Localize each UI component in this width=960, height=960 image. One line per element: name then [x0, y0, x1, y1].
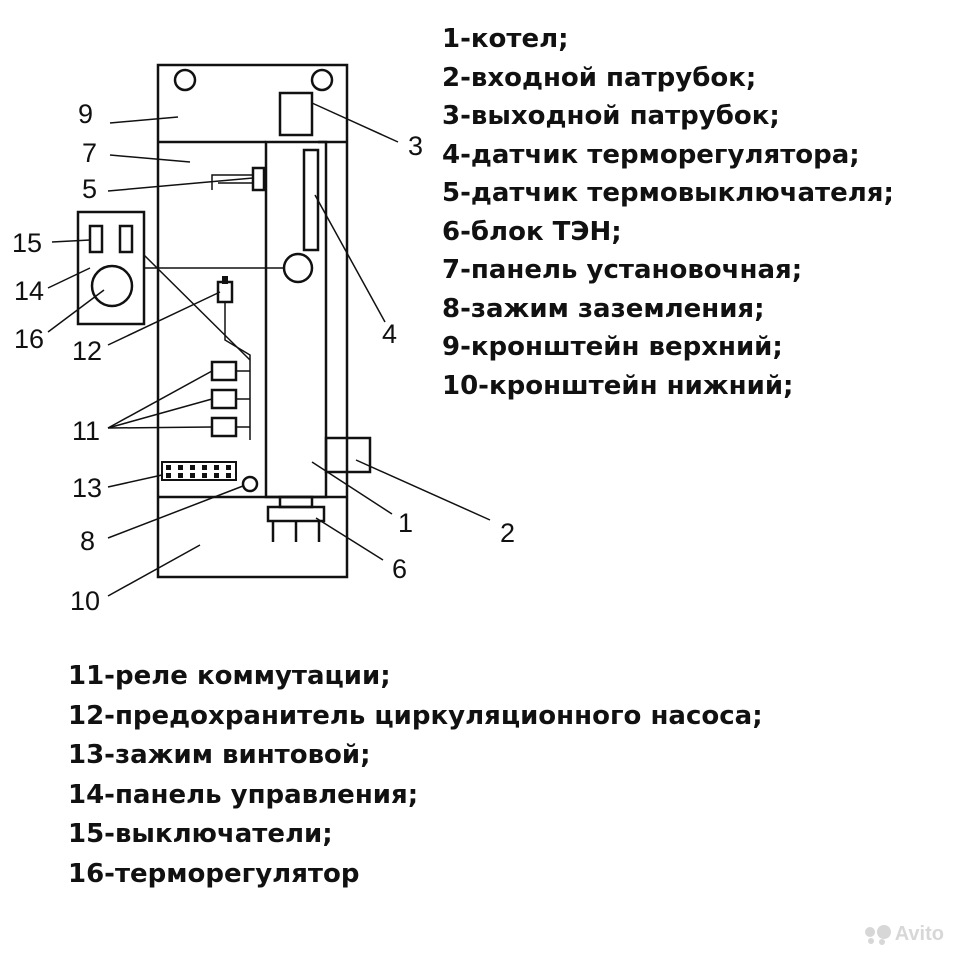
legend-item: 1-котел; [442, 24, 569, 54]
callout-13: 13 [72, 473, 102, 503]
inlet-pipe [324, 436, 372, 474]
fuse-cap [222, 276, 228, 284]
relay [210, 416, 238, 438]
pump-fuse [216, 280, 234, 304]
callout-8: 8 [80, 526, 95, 556]
avito-watermark: Avito [864, 923, 944, 946]
callout-9: 9 [78, 99, 93, 129]
callout-15: 15 [12, 228, 42, 258]
legend-item: 15-выключатели; [68, 819, 333, 849]
callout-6: 6 [392, 554, 407, 584]
legend-item: 6-блок ТЭН; [442, 216, 622, 247]
legend-item: 7-панель установочная; [442, 255, 803, 285]
outlet-pipe [278, 91, 314, 137]
legend-bottom: 11-реле коммутации; 12-предохранитель ци… [68, 657, 763, 894]
legend-item: 3-выходной патрубок; [442, 101, 780, 131]
leader-lines [47, 102, 491, 597]
legend-item: 5-датчик термовыключателя; [442, 178, 894, 208]
switch [118, 224, 134, 254]
callout-4: 4 [382, 319, 397, 349]
callout-3: 3 [408, 131, 423, 161]
legend-item: 11-реле коммутации; [68, 661, 391, 691]
relay [210, 360, 238, 382]
thermostat-sensor [302, 148, 320, 252]
legend-item: 2-входной патрубок; [442, 62, 757, 93]
legend-item: 4-датчик терморегулятора; [442, 139, 860, 170]
callout-1: 1 [398, 508, 413, 538]
legend-item: 8-зажим заземления; [442, 293, 765, 324]
legend-item: 9-кронштейн верхний; [442, 332, 783, 362]
legend-item: 13-зажим винтовой; [68, 740, 371, 770]
watermark-text: Avito [894, 923, 944, 945]
ground-clamp [241, 475, 259, 493]
callout-7: 7 [82, 138, 97, 168]
top-mount-hole-right [310, 68, 334, 92]
legend-item: 14-панель управления; [68, 779, 419, 810]
top-mount-hole-left [173, 68, 197, 92]
thermal-switch-sensor [251, 166, 266, 192]
wiring [143, 174, 284, 440]
callout-10: 10 [70, 586, 100, 616]
callout-12: 12 [72, 336, 102, 366]
callout-11: 11 [72, 416, 100, 446]
heating-block-cap [278, 495, 314, 509]
relay [210, 388, 238, 410]
legend-item: 12-предохранитель циркуляционного насоса… [68, 700, 763, 731]
thermoregulator [90, 264, 134, 308]
callout-5: 5 [82, 174, 97, 204]
switch [88, 224, 104, 254]
callout-2: 2 [500, 518, 515, 548]
screw-terminal [161, 461, 237, 481]
callout-16: 16 [14, 324, 44, 354]
callout-14: 14 [14, 276, 44, 306]
legend-item: 10-кронштейн нижний; [442, 370, 794, 401]
legend-top: 1-котел; 2-входной патрубок; 3-выходной … [442, 20, 894, 405]
thermostat-sensor-bulb [282, 252, 314, 284]
heating-block-base [266, 505, 326, 523]
legend-item: 16-терморегулятор [68, 858, 360, 889]
avito-logo-icon [864, 924, 891, 945]
